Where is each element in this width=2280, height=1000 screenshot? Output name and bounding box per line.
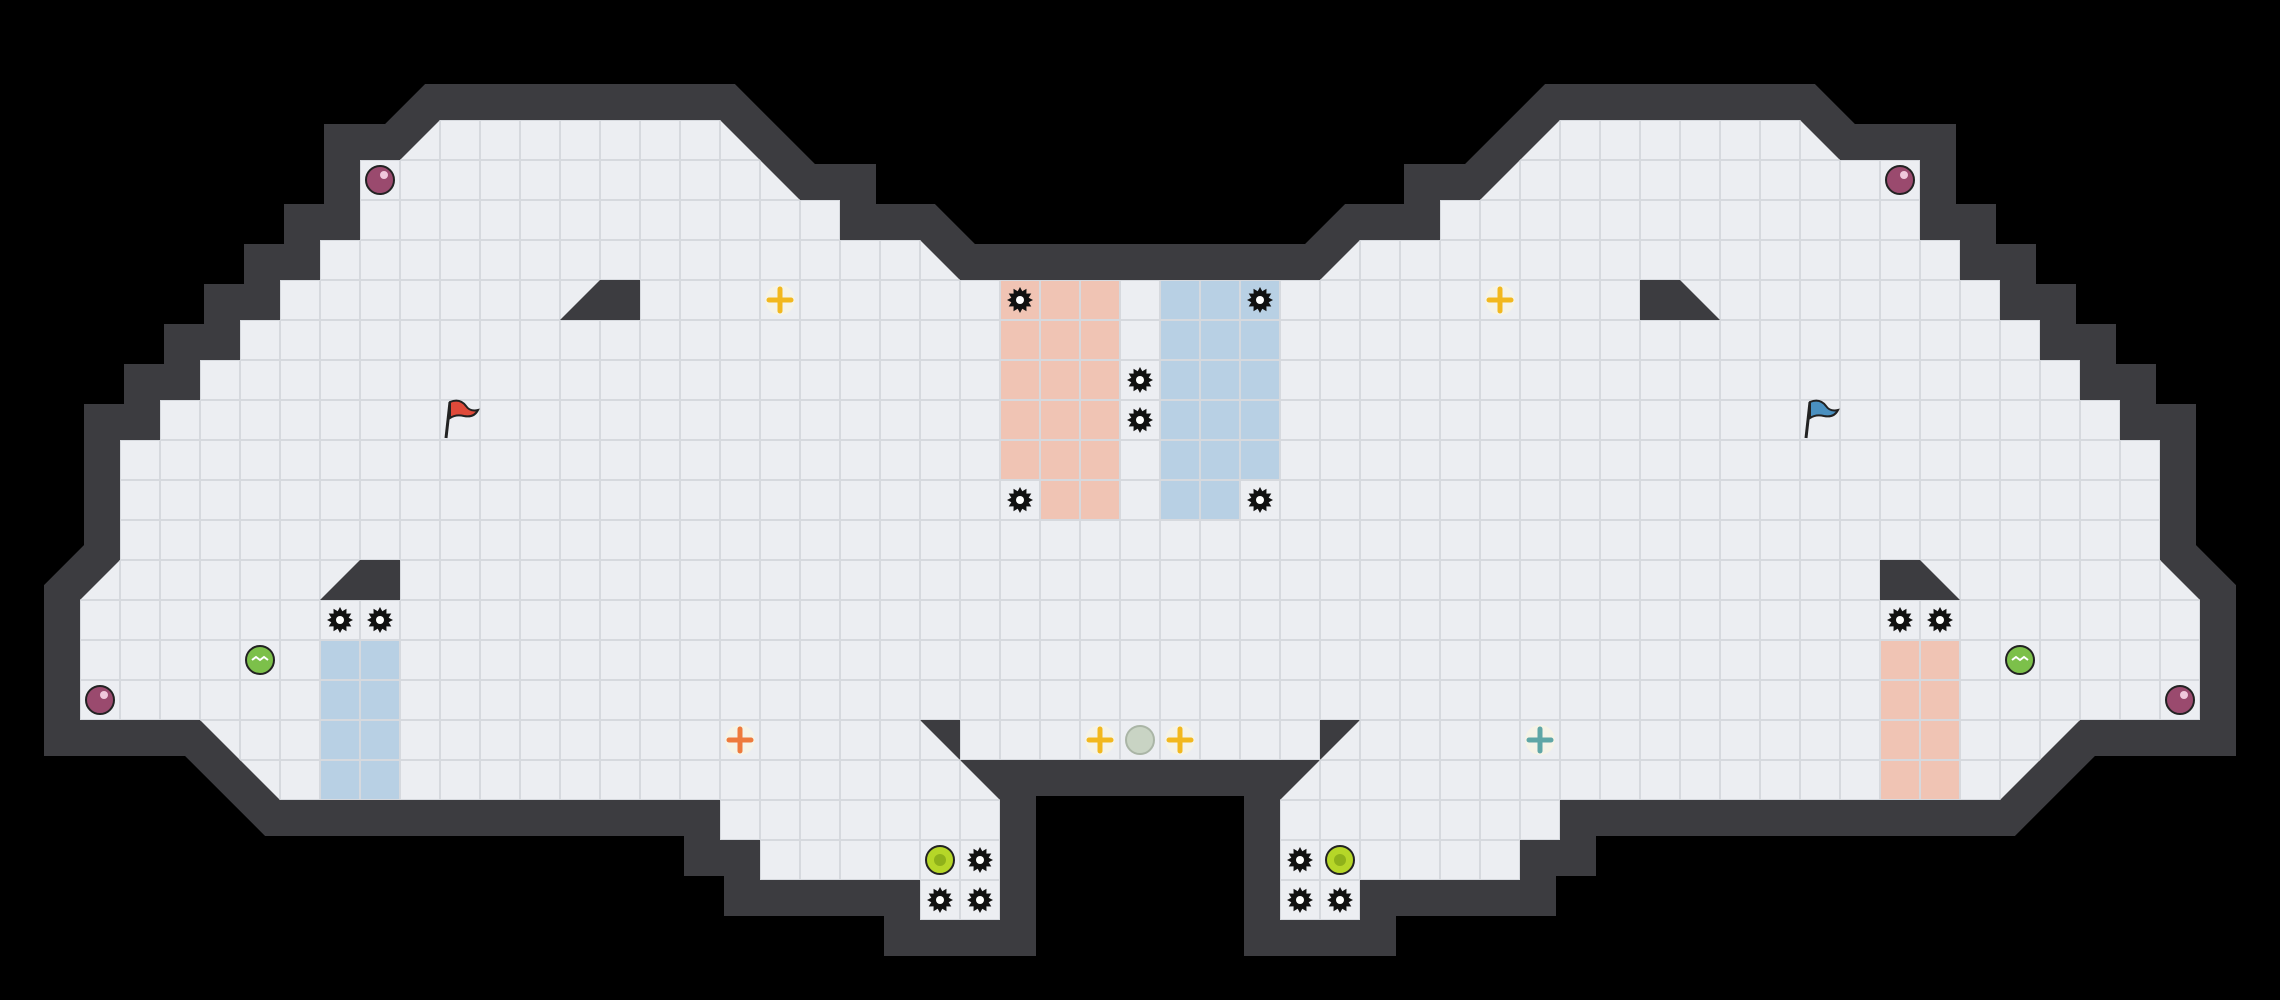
spike-center [336,616,344,624]
spike-center [1016,296,1024,304]
spike-hazard-icon [1247,287,1273,313]
spike-hazard-icon [1287,847,1313,873]
spike-hazard-icon [1007,287,1033,313]
wall-wedge [1640,280,1720,320]
spike-center [1936,616,1944,624]
wall-wedge [1880,560,1960,600]
portal-icon [365,165,395,195]
portal-shine [100,691,108,699]
portal-icon [85,685,115,715]
spike-center [936,896,944,904]
boost-pad-icon [1525,725,1555,755]
spike-center [1136,376,1144,384]
spike-center [1336,896,1344,904]
spike-hazard-icon [1127,407,1153,433]
flag-icon[interactable] [444,399,480,439]
entity-layer [85,165,2195,913]
spike-hazard-icon [1287,887,1313,913]
spike-center [376,616,384,624]
portal-body [85,685,115,715]
spike-hazard-icon [967,887,993,913]
boost-pad-icon [725,725,755,755]
boost-pad-icon [1485,285,1515,315]
bomb-stripe [251,655,269,662]
spike-hazard-icon [1327,887,1353,913]
portal-body [1885,165,1915,195]
spike-hazard-icon [927,887,953,913]
spike-hazard-icon [1927,607,1953,633]
spike-hazard-icon [367,607,393,633]
spike-center [1256,296,1264,304]
bomb-stripe [2011,655,2029,662]
boost-pad-icon [1085,725,1115,755]
wall-layer [320,280,1960,600]
bomb-icon [2005,645,2035,675]
wall-wedge [320,560,400,600]
powerup-icon [1325,845,1355,875]
spike-hazard-icon [967,847,993,873]
spike-center [976,896,984,904]
boost-pad-icon [1165,725,1195,755]
spike-center [976,856,984,864]
portal-body [2165,685,2195,715]
flag-icon[interactable] [1804,399,1840,439]
portal-icon [1885,165,1915,195]
portal-body [365,165,395,195]
neutral-pad-icon [1125,725,1155,755]
portal-shine [380,171,388,179]
spike-center [1256,496,1264,504]
spike-hazard-icon [1247,487,1273,513]
powerup-core [934,854,946,866]
spike-center [1296,856,1304,864]
powerup-core [1334,854,1346,866]
wall-wedge [560,280,640,320]
boost-pad-icon [765,285,795,315]
spike-center [1136,416,1144,424]
spike-hazard-icon [327,607,353,633]
spike-center [1296,896,1304,904]
portal-icon [2165,685,2195,715]
spike-hazard-icon [1127,367,1153,393]
powerup-icon [925,845,955,875]
portal-shine [1900,171,1908,179]
spike-center [1016,496,1024,504]
spike-hazard-icon [1007,487,1033,513]
flag-cloth [1809,399,1840,420]
spike-hazard-icon [1887,607,1913,633]
spike-center [1896,616,1904,624]
portal-shine [2180,691,2188,699]
flag-cloth [449,399,480,420]
bomb-icon [245,645,275,675]
blue-zone-center-b [1240,280,1280,480]
